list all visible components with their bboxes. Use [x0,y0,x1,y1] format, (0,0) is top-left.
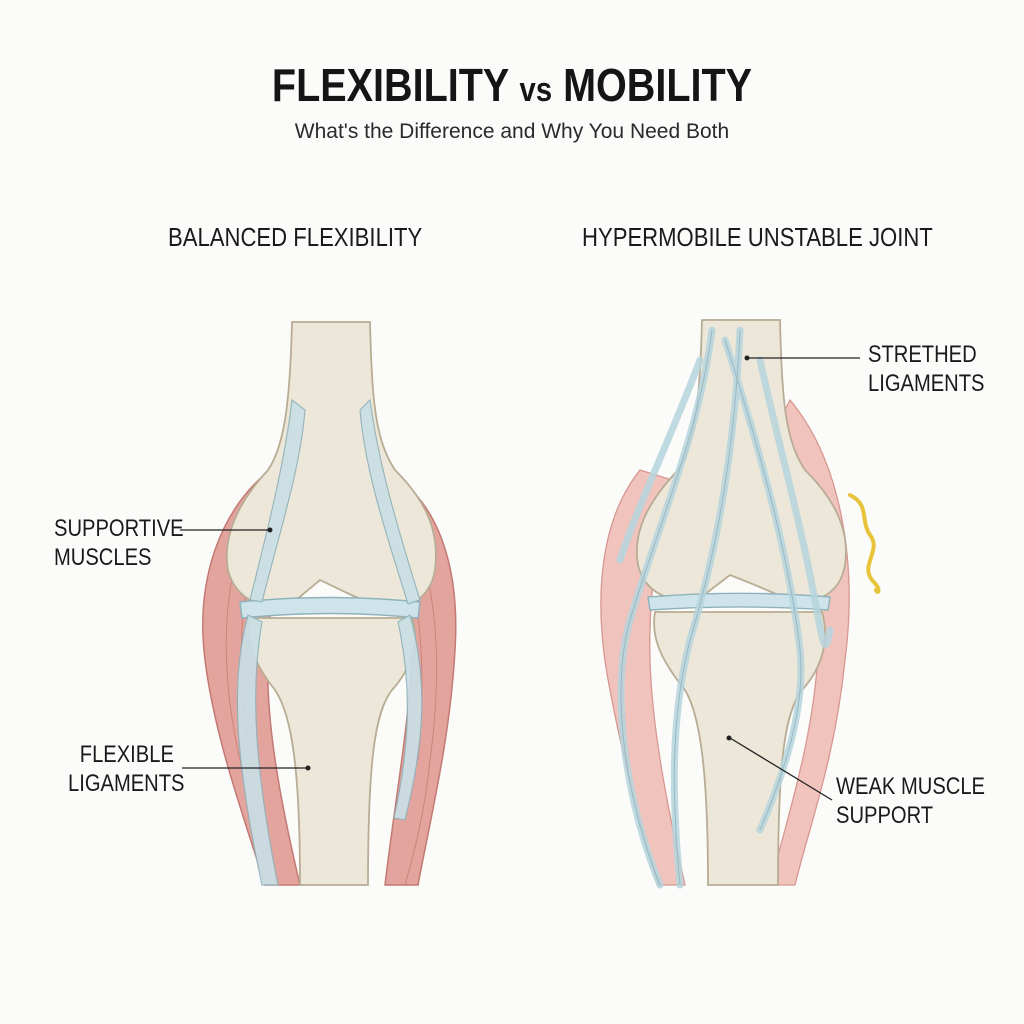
hyper-meniscus [647,592,831,611]
page-title: FLEXIBILITY vs MOBILITY [72,58,953,112]
balanced-knee-illustration [180,321,457,886]
pain-indicator-icon [848,493,881,594]
title-part2: MOBILITY [563,59,753,111]
left-meniscus [239,596,421,619]
left-tibia [247,617,416,886]
panel-title-hypermobile: HYPERMOBILE UNSTABLE JOINT [582,222,933,252]
hypermobile-knee-illustration [600,319,881,889]
title-vs: vs [519,71,553,109]
panel-title-balanced: BALANCED FLEXIBILITY [168,222,423,252]
title-part1: FLEXIBILITY [271,59,509,111]
label-supportive-muscles: SUPPORTIVE MUSCLES [54,515,184,571]
label-stretched-ligaments: STRETHED LIGAMENTS [868,341,985,397]
label-flexible-ligaments: FLEXIBLE LIGAMENTS [68,741,185,797]
page-subtitle: What's the Difference and Why You Need B… [294,120,730,143]
label-weak-muscle-support: WEAK MUSCLE SUPPORT [836,773,985,829]
